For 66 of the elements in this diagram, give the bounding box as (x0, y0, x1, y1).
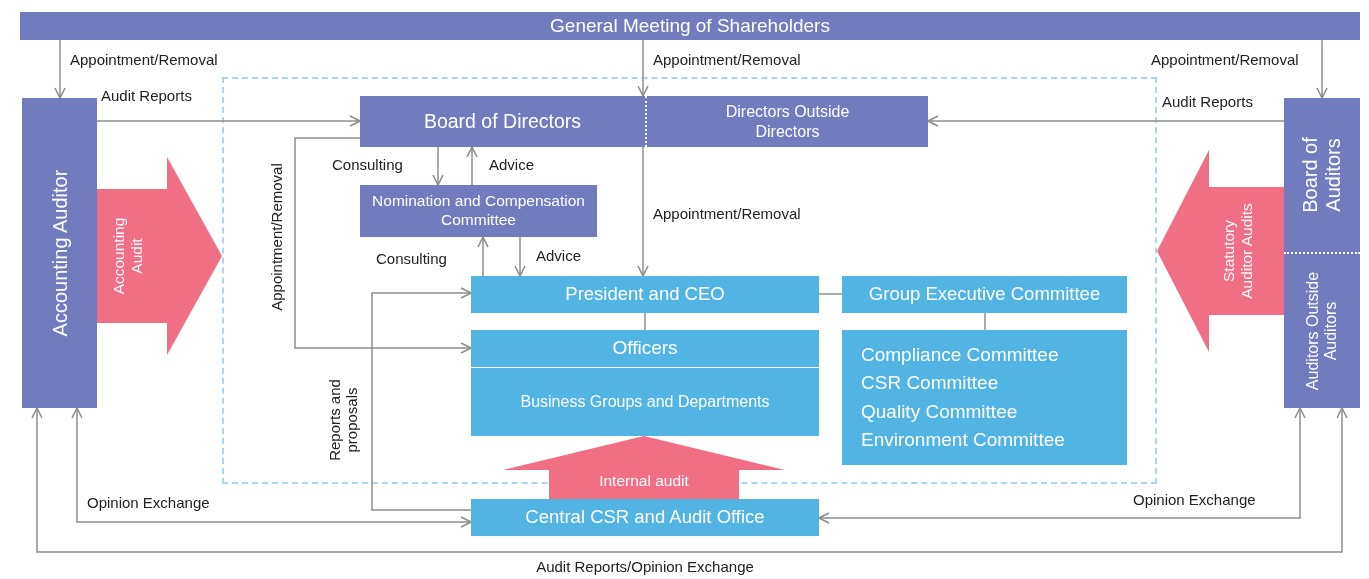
edge-label: Appointment/Removal (653, 51, 801, 69)
edge-label: Appointment/Removal (1151, 51, 1299, 69)
process-box (471, 276, 819, 313)
arrow (818, 407, 1306, 524)
connector-line (644, 312, 646, 331)
box-label: Nomination and Compensation Committee (371, 192, 586, 230)
edge-label: Audit Reports (1162, 93, 1253, 111)
box-label: Group Executive Committee (868, 283, 1101, 306)
box-label: Accounting Auditor (48, 169, 71, 337)
edge-label: Opinion Exchange (87, 494, 210, 512)
connector-line (984, 312, 986, 331)
arrow (927, 115, 1285, 127)
process-box (471, 330, 819, 436)
box-label: Board of Directors (423, 109, 582, 134)
arrow (71, 407, 472, 528)
edge-label: Audit Reports/Opinion Exchange (536, 558, 754, 576)
box-label: President and CEO (565, 283, 725, 306)
block-arrow (1157, 150, 1284, 352)
edge-label: Consulting (376, 250, 447, 268)
edge-label: Accounting Audit (110, 216, 146, 297)
edge-label: Appointment/Removal (653, 205, 801, 223)
connector-line (818, 293, 843, 295)
auditor-box (1284, 98, 1360, 408)
edge-label: Consulting (332, 156, 403, 174)
auditor-box (22, 98, 97, 408)
box-label: General Meeting of Shareholders (550, 14, 830, 38)
committee-box (360, 185, 597, 237)
block-arrow (503, 436, 785, 499)
edge-label: Advice (489, 156, 535, 174)
edge-label: Reports and proposals (325, 378, 361, 463)
committee-list-box (842, 330, 1127, 465)
box-label: Auditors Outside Auditors (1303, 270, 1340, 393)
block-arrow (97, 157, 222, 355)
header-band (20, 12, 1360, 40)
arrow (637, 39, 649, 97)
box-label: Directors Outside Directors (724, 102, 851, 141)
edge-label: Advice (536, 247, 582, 265)
committee-name: Compliance Committee (861, 342, 1060, 367)
board-box (360, 96, 928, 147)
box-label: Board of Auditors (1299, 136, 1345, 215)
arrow (96, 115, 361, 127)
arrow (432, 146, 444, 186)
arrow (637, 146, 649, 277)
arrow (514, 236, 526, 277)
arrow (31, 407, 1348, 553)
process-box (842, 276, 1127, 313)
box-label: Business Groups and Departments (520, 392, 770, 412)
arrow (1316, 39, 1328, 99)
edge-label: Audit Reports (101, 87, 192, 105)
process-box (471, 499, 819, 536)
arrow (477, 236, 489, 277)
arrow (54, 39, 66, 99)
committee-name: Environment Committee (861, 428, 1066, 452)
edge-label: Internal audit (599, 472, 689, 490)
committee-name: CSR Committee (861, 371, 1000, 395)
edge-label: Appointment/Removal (70, 51, 218, 69)
edge-label: Opinion Exchange (1133, 491, 1256, 509)
box-label: Central CSR and Audit Office (525, 506, 765, 529)
arrow (294, 137, 472, 354)
dashed-boundary (222, 77, 1157, 484)
edge-label: Appointment/Removal (268, 163, 286, 311)
box-label: Officers (612, 337, 678, 360)
arrow (371, 287, 472, 511)
arrow (466, 146, 478, 186)
committee-name: Quality Committee (861, 399, 1019, 424)
edge-label: Statutory Auditor Audits (1220, 202, 1256, 301)
